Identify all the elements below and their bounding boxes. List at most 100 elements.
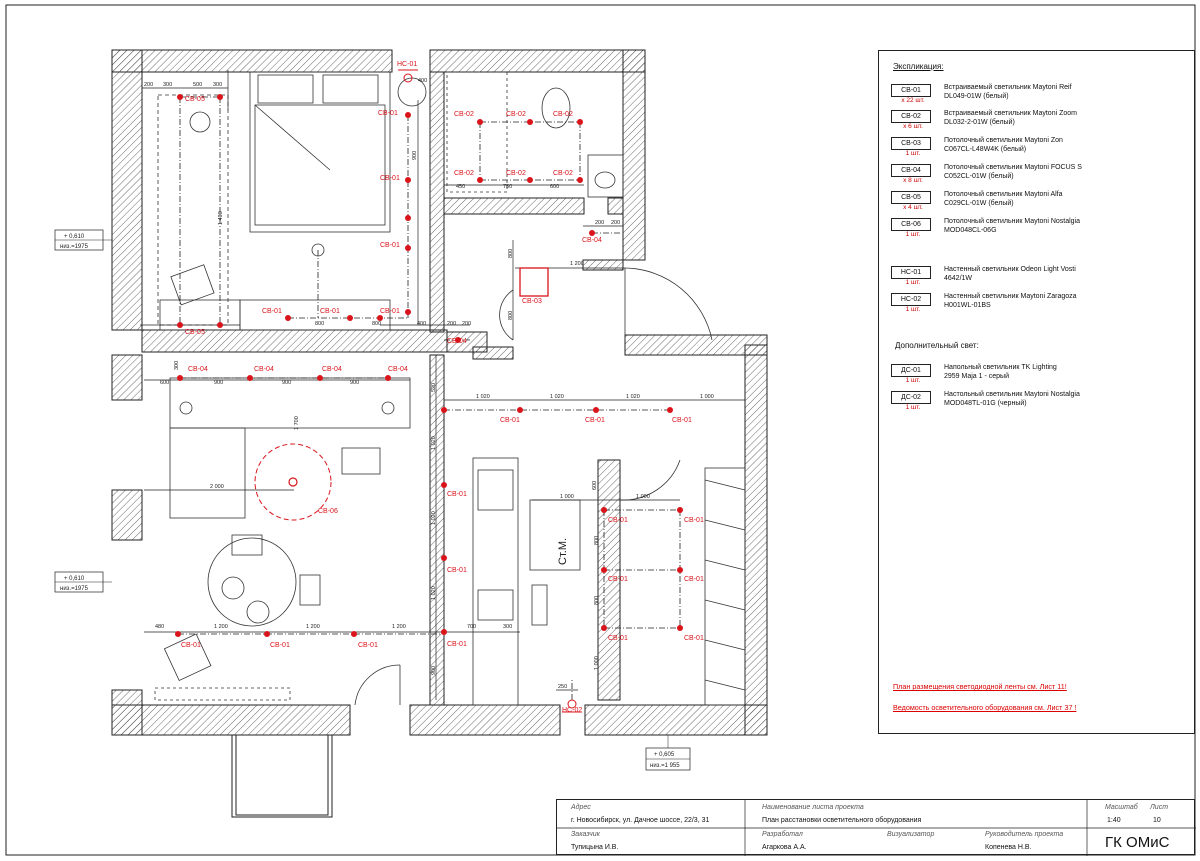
svg-text:400: 400	[418, 78, 427, 84]
svg-text:800: 800	[315, 321, 324, 327]
svg-text:CB-01: CB-01	[684, 635, 704, 642]
company-name: ГК ОМиС	[1105, 834, 1170, 851]
svg-text:300: 300	[503, 624, 512, 630]
svg-text:1 200: 1 200	[392, 624, 406, 630]
svg-text:300: 300	[163, 82, 172, 88]
legend-qty: 1 шт.	[905, 306, 921, 313]
legend-code: HC-01	[891, 266, 931, 279]
svg-text:CB-02: CB-02	[506, 170, 526, 177]
legend-qty: x 6 шт.	[903, 123, 923, 130]
svg-text:CB-01: CB-01	[447, 641, 467, 648]
svg-text:450: 450	[456, 184, 465, 190]
svg-text:200: 200	[611, 220, 620, 226]
legend-qty: 1 шт.	[905, 279, 921, 286]
svg-text:CB-01: CB-01	[262, 308, 282, 315]
title-block: Адрес г. Новосибирск, ул. Дачное шоссе, …	[556, 799, 1196, 856]
svg-text:300: 300	[174, 361, 180, 370]
svg-text:1 020: 1 020	[431, 511, 437, 525]
legend-code: ДС-02	[891, 391, 931, 404]
svg-text:CB-04: CB-04	[447, 338, 467, 345]
svg-text:600: 600	[592, 481, 598, 490]
svg-text:1 020: 1 020	[626, 394, 640, 400]
svg-text:CB-01: CB-01	[270, 642, 290, 649]
svg-text:CB-01: CB-01	[672, 417, 692, 424]
legend-item: CB-05 x 4 шт. Потолочный светильник Mayt…	[891, 191, 1191, 217]
svg-text:CB-04: CB-04	[322, 366, 342, 373]
svg-text:HC-01: HC-01	[397, 61, 417, 68]
svg-text:480: 480	[155, 624, 164, 630]
svg-text:800: 800	[508, 249, 514, 258]
legend-extra-title: Дополнительный свет:	[895, 341, 979, 350]
legend-code: CB-04	[891, 164, 931, 177]
dimension-lines	[140, 70, 745, 700]
svg-text:900: 900	[431, 666, 437, 675]
sheet-name: План расстановки осветительного оборудов…	[762, 817, 922, 824]
svg-text:200: 200	[595, 220, 604, 226]
svg-text:CB-01: CB-01	[500, 417, 520, 424]
legend-item: HC-01 1 шт. Настенный светильник Odeon L…	[891, 266, 1191, 292]
svg-text:800: 800	[372, 321, 381, 327]
legend-code: CB-05	[891, 191, 931, 204]
svg-text:CB-01: CB-01	[684, 576, 704, 583]
svg-text:CB-01: CB-01	[380, 242, 400, 249]
legend-item: CB-06 1 шт. Потолочный светильник Mayton…	[891, 218, 1191, 244]
visualizer-header: Визуализатор	[887, 831, 935, 838]
svg-text:CB-01: CB-01	[608, 576, 628, 583]
svg-text:+ 0,605: + 0,605	[654, 752, 675, 758]
level-tags: + 0,610 низ.=1975 + 0,610 низ.=1975 + 0,…	[54, 229, 691, 771]
svg-text:600: 600	[160, 380, 169, 386]
legend-qty: x 22 шт.	[901, 97, 925, 104]
legend-item: ДС-01 1 шт. Напольный светильник TK Ligh…	[891, 364, 1191, 390]
balcony	[231, 734, 333, 818]
developer: Агаркова А.А.	[762, 844, 807, 851]
sheet-number: 10	[1153, 817, 1161, 824]
svg-text:1 200: 1 200	[570, 261, 584, 267]
svg-text:CB-02: CB-02	[454, 170, 474, 177]
svg-text:CB-01: CB-01	[608, 517, 628, 524]
svg-text:1 200: 1 200	[214, 624, 228, 630]
head-header: Руководитель проекта	[985, 831, 1064, 838]
legend-item: ДС-02 1 шт. Настольный светильник Mayton…	[891, 391, 1191, 417]
svg-text:CB-01: CB-01	[378, 110, 398, 117]
legend-qty: x 4 шт.	[903, 204, 923, 211]
svg-text:600: 600	[550, 184, 559, 190]
svg-text:низ.=1975: низ.=1975	[60, 244, 89, 250]
svg-text:520: 520	[431, 383, 437, 392]
svg-text:CB-01: CB-01	[585, 417, 605, 424]
svg-text:CB-04: CB-04	[388, 366, 408, 373]
svg-text:1 020: 1 020	[431, 586, 437, 600]
legend-item: CB-01 x 22 шт. Встраиваемый светильник M…	[891, 84, 1191, 110]
link-equipment-list[interactable]: Ведомость осветительного оборудования см…	[893, 703, 1077, 712]
legend-code: CB-06	[891, 218, 931, 231]
svg-text:CB-01: CB-01	[358, 642, 378, 649]
svg-text:1 020: 1 020	[550, 394, 564, 400]
svg-text:CB-01: CB-01	[684, 517, 704, 524]
svg-text:200: 200	[144, 82, 153, 88]
legend-item: CB-02 x 6 шт. Встраиваемый светильник Ma…	[891, 110, 1191, 136]
svg-text:HC-02: HC-02	[562, 707, 582, 714]
dimension-texts-vertical: 1 700 900 800 800 520 1 020 1 020 1 020 …	[174, 151, 600, 675]
link-led-plan[interactable]: План размещения светодиодной ленты см. Л…	[893, 682, 1067, 691]
legend-item: CB-03 1 шт. Потолочный светильник Mayton…	[891, 137, 1191, 163]
svg-text:400: 400	[417, 321, 426, 327]
title-block-grid	[557, 800, 1196, 856]
washer-label: Ст.М.	[557, 538, 569, 565]
svg-text:CB-05: CB-05	[185, 329, 205, 336]
svg-text:CB-02: CB-02	[553, 111, 573, 118]
svg-text:CB-01: CB-01	[447, 567, 467, 574]
svg-text:CB-03: CB-03	[522, 298, 542, 305]
chandelier-cb06-center	[288, 477, 298, 487]
legend-code: CB-01	[891, 84, 931, 97]
client: Тупицына И.В.	[571, 844, 619, 851]
address: г. Новосибирск, ул. Дачное шоссе, 22/3, …	[571, 817, 710, 824]
chandelier-cb06-outline	[254, 443, 332, 521]
